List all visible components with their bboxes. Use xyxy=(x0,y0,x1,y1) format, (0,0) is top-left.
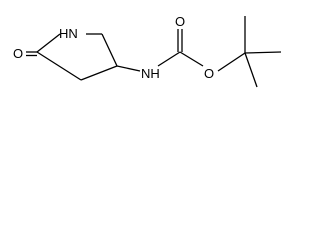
bond-ring-n1-c5 xyxy=(36,33,61,53)
ring-nh-label: HN xyxy=(59,26,78,41)
ester-o-label: O xyxy=(204,66,214,81)
bond-carbamate-ester-o xyxy=(179,51,204,67)
bond-ring-c4-c5 xyxy=(36,51,82,81)
bond-ring-c2-c3 xyxy=(101,33,118,67)
bond-ring-c3-c4 xyxy=(80,65,118,81)
chemical-structure: HN O NH O O xyxy=(13,14,282,88)
bond-c3-nh xyxy=(116,65,141,72)
carbamate-nh-label: NH xyxy=(141,66,160,81)
bond-tbu-methyl-down xyxy=(244,52,258,88)
bond-ester-o-tbu xyxy=(217,52,246,72)
bond-nh-carbamate-c xyxy=(157,51,181,67)
bond-tbu-methyl-right xyxy=(244,51,282,54)
ring-oxo-label: O xyxy=(13,46,23,61)
carbonyl-o-label: O xyxy=(175,14,185,29)
